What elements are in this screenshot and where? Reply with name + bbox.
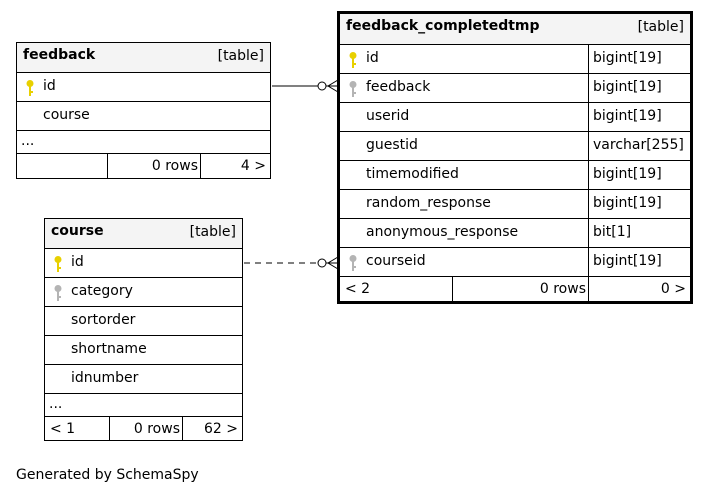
column-row-id: id bigint[19] bbox=[340, 44, 690, 73]
column-name: guestid bbox=[366, 137, 418, 153]
footer-rows: 0 rows bbox=[133, 421, 180, 437]
column-name: course bbox=[43, 107, 90, 123]
footer-parents: < 1 bbox=[50, 421, 76, 437]
primary-key-icon bbox=[26, 80, 34, 96]
column-row-userid: userid bigint[19] bbox=[340, 102, 690, 131]
primary-key-icon bbox=[349, 52, 357, 68]
table-name: feedback bbox=[23, 47, 96, 63]
column-row-anonymous-response: anonymous_response bit[1] bbox=[340, 218, 690, 247]
column-name: id bbox=[71, 254, 84, 270]
table-kind: [table] bbox=[217, 48, 264, 64]
column-row-sortorder: sortorder bbox=[45, 306, 242, 335]
table-feedback-completedtmp[interactable]: feedback_completedtmp [table] id bigint[… bbox=[337, 11, 693, 304]
column-row-id: id bbox=[45, 248, 242, 277]
table-footer: 0 rows 4 > bbox=[17, 153, 270, 178]
ellipsis: ... bbox=[49, 396, 63, 412]
table-feedback[interactable]: feedback [table] id course ... 0 rows 4 … bbox=[16, 42, 271, 179]
column-name: id bbox=[366, 50, 379, 66]
table-name: feedback_completedtmp bbox=[346, 18, 540, 34]
column-type: varchar[255] bbox=[593, 137, 684, 153]
generated-by-caption: Generated by SchemaSpy bbox=[16, 467, 199, 483]
relationship-course-to-completedtmp bbox=[244, 256, 339, 270]
column-row-guestid: guestid varchar[255] bbox=[340, 131, 690, 160]
column-name: idnumber bbox=[71, 370, 139, 386]
table-header: feedback_completedtmp [table] bbox=[340, 14, 690, 44]
column-row-id: id bbox=[17, 72, 270, 101]
column-row-courseid: courseid bigint[19] bbox=[340, 247, 690, 276]
column-name: feedback bbox=[366, 79, 431, 95]
table-name: course bbox=[51, 223, 104, 239]
column-row-timemodified: timemodified bigint[19] bbox=[340, 160, 690, 189]
column-name: category bbox=[71, 283, 133, 299]
column-row-category: category bbox=[45, 277, 242, 306]
column-name: timemodified bbox=[366, 166, 459, 182]
column-name: anonymous_response bbox=[366, 224, 519, 240]
table-footer: < 1 0 rows 62 > bbox=[45, 416, 242, 440]
column-type: bigint[19] bbox=[593, 195, 662, 211]
table-header: course [table] bbox=[45, 219, 242, 248]
foreign-key-icon bbox=[54, 285, 62, 301]
more-columns-row: ... bbox=[45, 393, 242, 416]
footer-rows: 0 rows bbox=[539, 281, 586, 297]
column-row-random-response: random_response bigint[19] bbox=[340, 189, 690, 218]
column-name: sortorder bbox=[71, 312, 136, 328]
column-type: bit[1] bbox=[593, 224, 632, 240]
column-name: userid bbox=[366, 108, 410, 124]
table-kind: [table] bbox=[637, 19, 684, 35]
column-row-shortname: shortname bbox=[45, 335, 242, 364]
footer-children: 62 > bbox=[204, 421, 238, 437]
column-type: bigint[19] bbox=[593, 79, 662, 95]
more-columns-row: ... bbox=[17, 130, 270, 153]
column-name: random_response bbox=[366, 195, 491, 211]
footer-parents: < 2 bbox=[345, 281, 371, 297]
ellipsis: ... bbox=[21, 133, 35, 149]
column-name: id bbox=[43, 78, 56, 94]
footer-rows: 0 rows bbox=[151, 158, 198, 174]
column-row-idnumber: idnumber bbox=[45, 364, 242, 393]
footer-children: 4 > bbox=[240, 158, 266, 174]
primary-key-icon bbox=[54, 256, 62, 272]
column-type: bigint[19] bbox=[593, 166, 662, 182]
column-type: bigint[19] bbox=[593, 108, 662, 124]
column-type: bigint[19] bbox=[593, 253, 662, 269]
table-kind: [table] bbox=[189, 224, 236, 240]
footer-children: 0 > bbox=[660, 281, 686, 297]
column-row-course: course bbox=[17, 101, 270, 130]
relationship-feedback-to-completedtmp bbox=[272, 79, 339, 93]
foreign-key-icon bbox=[349, 81, 357, 97]
column-name: courseid bbox=[366, 253, 426, 269]
column-type: bigint[19] bbox=[593, 50, 662, 66]
column-name: shortname bbox=[71, 341, 147, 357]
foreign-key-icon bbox=[349, 255, 357, 271]
column-row-feedback: feedback bigint[19] bbox=[340, 73, 690, 102]
table-header: feedback [table] bbox=[17, 43, 270, 72]
table-footer: < 2 0 rows 0 > bbox=[340, 276, 690, 301]
table-course[interactable]: course [table] id category sortorder sho… bbox=[44, 218, 243, 441]
